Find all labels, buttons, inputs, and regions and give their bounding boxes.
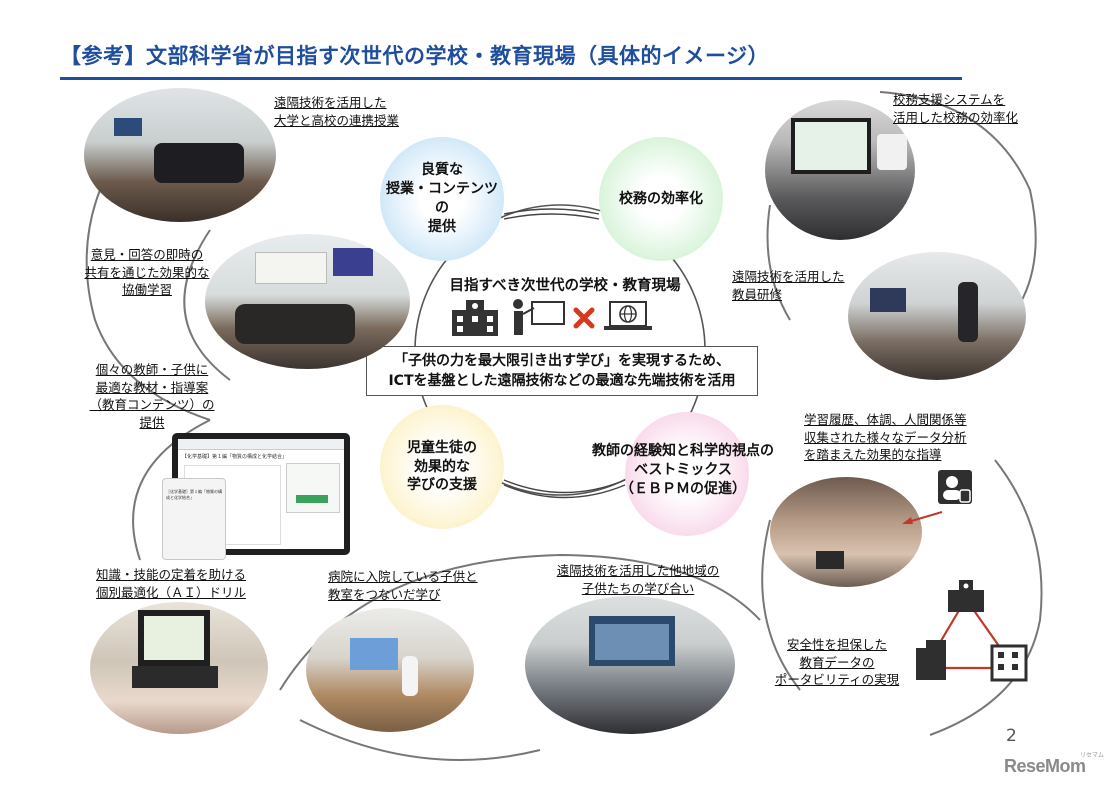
photo-hospital-learning bbox=[306, 608, 474, 732]
caption-admin-system: 校務支援システムを 活用した校務の効率化 bbox=[893, 92, 1019, 125]
center-line-2: ICTを基盤とした遠隔技術などの最適な先端技術を活用 bbox=[388, 373, 736, 389]
caption-collab-learning: 意見・回答の即時の 共有を通じた効果的な 協働学習 bbox=[84, 247, 210, 297]
bubble-ebpm-text: 教師の経験知と科学的視点の ベストミックス （ＥＢＰＭの促進） bbox=[592, 443, 774, 497]
caption-portability: 安全性を担保した 教育データの ポータビリティの実現 bbox=[774, 637, 900, 687]
photo-ai-drill bbox=[90, 602, 268, 734]
office-node-right bbox=[990, 644, 1028, 682]
center-statement-box: 「子供の力を最大限引き出す学び」を実現するため、 ICTを基盤とした遠隔技術など… bbox=[366, 346, 758, 396]
caption-ai-drill: 知識・技能の定着を助ける 個別最適化（ＡＩ）ドリル bbox=[96, 567, 247, 600]
caption-hospital: 病院に入院している子供と 教室をつないだ学び bbox=[328, 569, 478, 602]
photo-collab-learning bbox=[205, 234, 410, 369]
title-underline bbox=[60, 77, 962, 80]
photo-remote-class bbox=[84, 88, 276, 222]
bubble-learning-support: 児童生徒の 効果的な 学びの支援 bbox=[380, 405, 504, 529]
tablet-header: 【化学基礎】第１編「物質の構成と化学結合」 bbox=[182, 454, 288, 460]
bubble-quality-content: 良質な 授業・コンテンツの 提供 bbox=[380, 137, 504, 261]
building-node-left bbox=[916, 640, 946, 680]
caption-remote-region: 遠隔技術を活用した他地域の 子供たちの学び合い bbox=[556, 563, 720, 596]
page-number: 2 bbox=[1006, 726, 1017, 746]
phone-heading: ［化学基礎］第１編「物質の構成と化学結合」 bbox=[166, 489, 222, 500]
phone-mock: ［化学基礎］第１編「物質の構成と化学結合」 bbox=[162, 478, 226, 560]
photo-data-guidance bbox=[770, 477, 922, 587]
center-icons bbox=[452, 299, 652, 336]
data-person-icon bbox=[938, 470, 972, 504]
photo-admin-system bbox=[765, 100, 915, 240]
school-node-top bbox=[948, 580, 984, 612]
pointer-arrow bbox=[902, 511, 943, 524]
bubble-admin-efficiency: 校務の効率化 bbox=[599, 137, 723, 261]
page-title: 【参考】文部科学省が目指す次世代の学校・教育現場（具体的イメージ） bbox=[60, 44, 770, 68]
cross-icon bbox=[573, 307, 595, 329]
caption-teacher-training: 遠隔技術を活用した 教員研修 bbox=[732, 269, 845, 302]
caption-materials: 個々の教師・子供に 最適な教材・指導案 （教育コンテンツ）の 提供 bbox=[89, 362, 215, 430]
teacher-board-icon bbox=[513, 299, 565, 335]
resemom-logo: ReseMom bbox=[1004, 756, 1086, 776]
center-line-1: 「子供の力を最大限引き出す学び」を実現するため、 bbox=[394, 352, 730, 369]
photo-remote-region bbox=[525, 596, 735, 734]
photo-teacher-training bbox=[848, 252, 1026, 380]
resemom-logo-sub: リセマム bbox=[1080, 752, 1105, 759]
bubble-ebpm: 教師の経験知と科学的視点の ベストミックス （ＥＢＰＭの促進） bbox=[592, 412, 774, 536]
school-icon bbox=[452, 300, 498, 336]
laptop-globe-icon bbox=[604, 301, 652, 330]
caption-remote-univ: 遠隔技術を活用した 大学と高校の連携授業 bbox=[274, 95, 400, 128]
network-school-icon bbox=[916, 580, 1028, 682]
center-heading: 目指すべき次世代の学校・教育現場 bbox=[449, 278, 681, 294]
caption-data-analysis: 学習履歴、体調、人間関係等 収集された様々なデータ分析 を踏まえた効果的な指導 bbox=[804, 412, 967, 462]
